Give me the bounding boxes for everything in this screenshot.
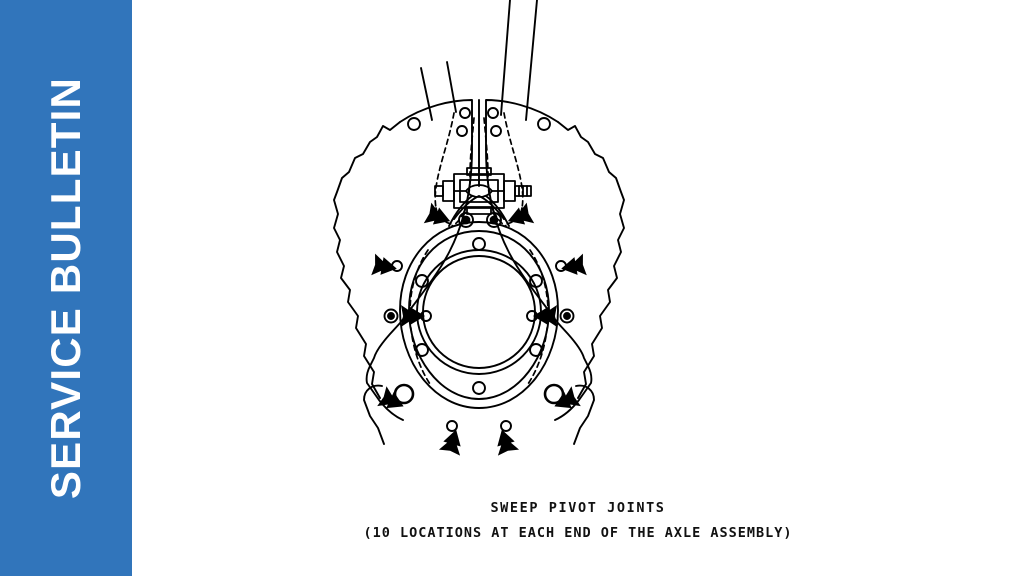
pivot-boss-left-mid xyxy=(383,308,399,324)
caption-subtitle: (10 LOCATIONS AT EACH END OF THE AXLE AS… xyxy=(363,525,793,541)
callout-arrow-7 xyxy=(377,386,409,417)
service-bulletin-banner: SERVICE BULLETIN xyxy=(0,0,132,576)
banner-label-rotator: SERVICE BULLETIN xyxy=(0,0,132,576)
flange-bolt-hole-bottom xyxy=(472,381,486,395)
content-pane: SWEEP PIVOT JOINTS (10 LOCATIONS AT EACH… xyxy=(132,0,1024,576)
hub-outer-flange xyxy=(399,221,559,409)
sweep-pivot-joint-assembly-drawing xyxy=(333,0,625,456)
pivot-hole-bottom-right xyxy=(500,420,512,432)
tine-line-3 xyxy=(500,0,511,116)
hub-bore-outer xyxy=(416,249,542,375)
tine-line-4 xyxy=(525,0,538,121)
caption-title: SWEEP PIVOT JOINTS xyxy=(490,500,666,516)
bolt-hole-upper-right xyxy=(537,117,551,131)
hub-bore-inner xyxy=(422,255,536,369)
callout-arrow-3 xyxy=(371,253,399,280)
flange-bolt-hole-upper-right xyxy=(529,274,543,288)
pivot-boss-right-mid xyxy=(559,308,575,324)
callout-arrow-6 xyxy=(533,305,557,327)
hidden-line-left-a xyxy=(434,112,455,209)
lower-boss-pair xyxy=(458,212,502,228)
banner-title: SERVICE BULLETIN xyxy=(42,76,90,500)
callout-arrow-5 xyxy=(401,305,425,327)
figure-caption: SWEEP PIVOT JOINTS (10 LOCATIONS AT EACH… xyxy=(132,498,1024,543)
flange-bolt-hole-top xyxy=(472,237,486,251)
figure-area xyxy=(132,0,1024,500)
pivot-joint-callout-arrows xyxy=(371,202,587,456)
tine-line-2 xyxy=(446,61,457,113)
pivot-hole-bottom-left xyxy=(446,420,458,432)
flange-bolt-hole-lower-right xyxy=(529,343,543,357)
bolt-hole-upper-left xyxy=(407,117,421,131)
callout-arrow-8 xyxy=(549,386,581,417)
tine-line-1 xyxy=(420,67,433,121)
flange-bolt-hole-lower-left xyxy=(415,343,429,357)
callout-arrow-4 xyxy=(559,253,587,280)
center-pivot-cylinder xyxy=(434,167,532,215)
flange-bolt-hole-upper-left xyxy=(415,274,429,288)
